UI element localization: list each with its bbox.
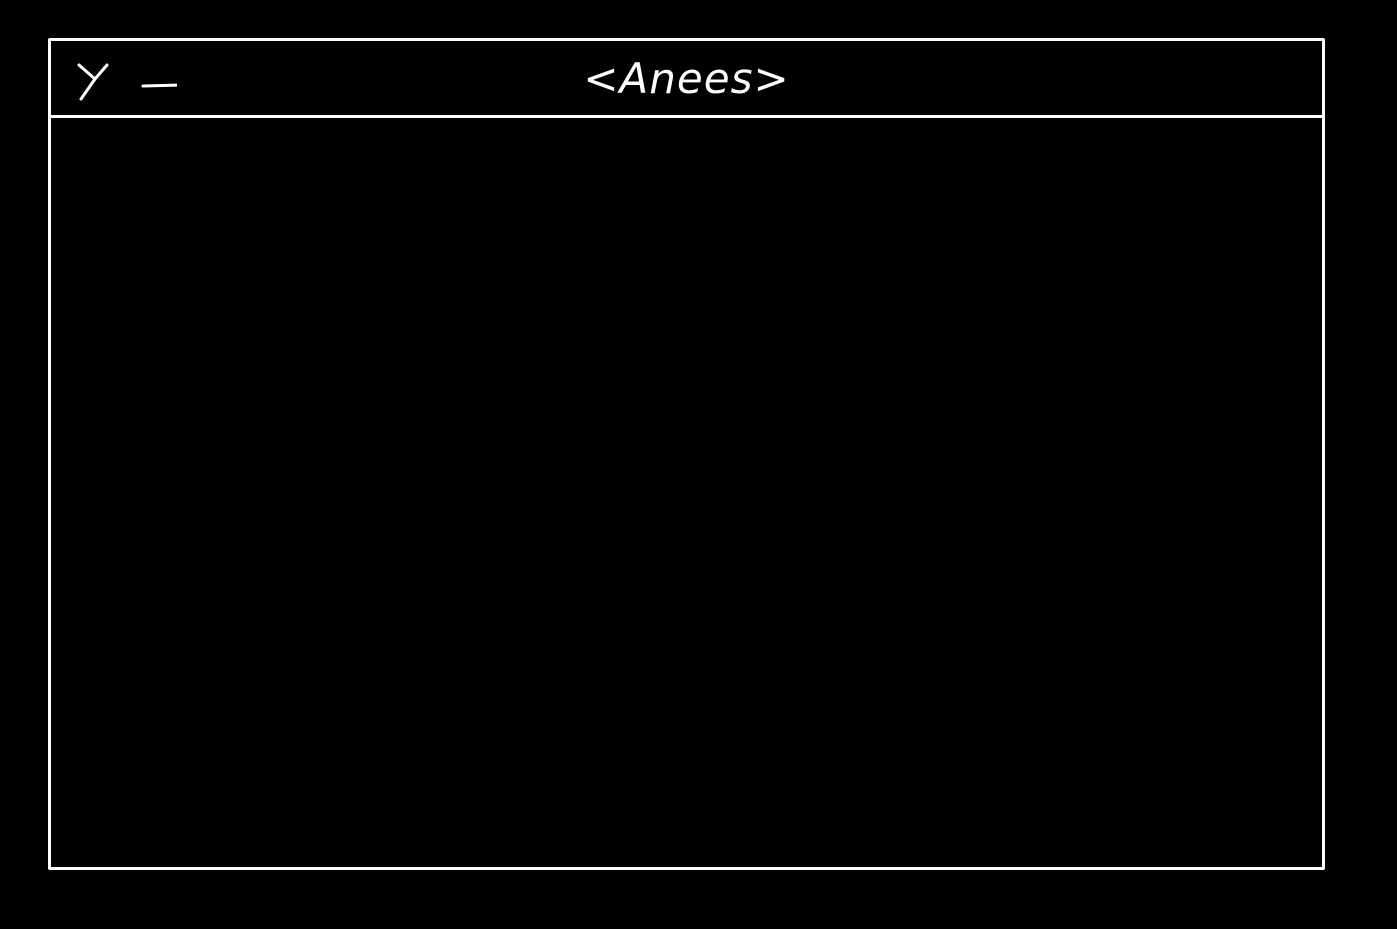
- window-content-area: [51, 118, 1322, 867]
- app-window: <Anees>: [48, 38, 1325, 870]
- window-title: <Anees>: [583, 54, 790, 103]
- minimize-button[interactable]: [133, 55, 177, 105]
- close-icon: [77, 63, 109, 101]
- close-button[interactable]: [71, 55, 115, 105]
- title-bar: <Anees>: [51, 41, 1322, 118]
- minimize-icon: [141, 83, 177, 88]
